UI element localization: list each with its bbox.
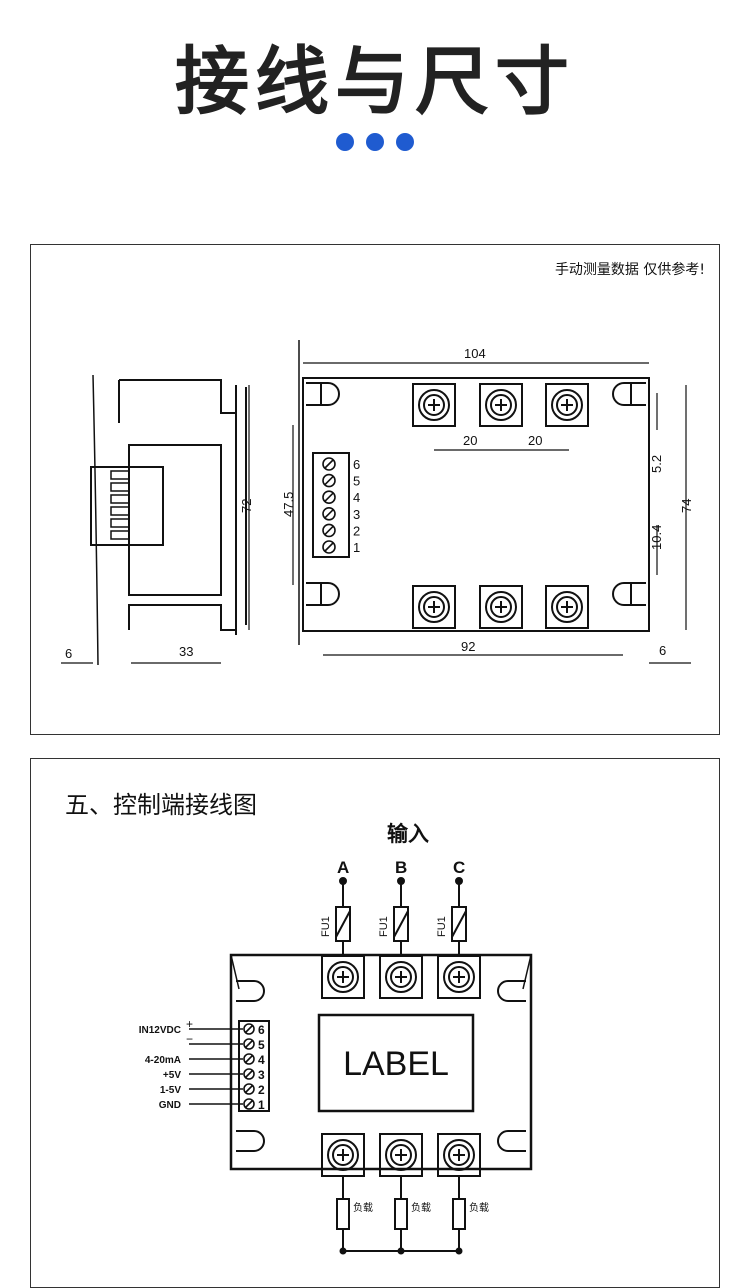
input-terminal-B	[379, 955, 423, 999]
bottom-screw-terminals	[412, 585, 589, 629]
module-outline	[229, 953, 533, 1171]
phase-label-C: C	[453, 858, 465, 877]
bottom-screw-terminal-2	[479, 585, 523, 629]
control-pin-label-2: 1-5V	[160, 1085, 181, 1096]
terminal-number-6: 6	[353, 457, 360, 472]
control-pin-number-4: 4	[258, 1053, 265, 1067]
front-view-outline	[302, 377, 650, 632]
terminal-number-3: 3	[353, 507, 360, 522]
terminal-number-1: 1	[353, 540, 360, 555]
phase-C: C FU1 负载	[436, 858, 489, 1255]
side-connector-pins	[110, 470, 130, 540]
control-pin-4: 4 4-20mA	[145, 1053, 265, 1067]
control-pin-label-3: +5V	[163, 1070, 181, 1081]
load-resistor-A	[336, 1198, 350, 1230]
dim-6-left: 6	[65, 646, 72, 661]
control-pin-1: 1 GND	[159, 1098, 265, 1112]
control-pin-number-5: 5	[258, 1038, 265, 1052]
dot-2	[366, 133, 384, 151]
dimension-labels: 104 20 20 72 47.5 74 5.2 10.4 92 33 6 6	[65, 346, 694, 661]
dim-104: 104	[464, 346, 486, 361]
top-screw-terminals	[412, 383, 589, 427]
module-label: LABEL	[343, 1045, 449, 1083]
input-label: 输入	[387, 822, 429, 846]
control-pin-label-6: IN12VDC	[139, 1025, 181, 1036]
control-screw-4	[322, 490, 336, 504]
control-pin-5: 5−	[186, 1032, 265, 1052]
side-view-body	[118, 379, 237, 631]
input-terminal-A	[321, 955, 365, 999]
control-screw-2	[322, 523, 336, 538]
dim-74: 74	[679, 499, 694, 513]
phase-A: A FU1 负载	[320, 858, 373, 1255]
control-pin-number-3: 3	[258, 1068, 265, 1082]
control-terminal-strip	[238, 1020, 270, 1112]
control-terminal-block	[312, 452, 350, 558]
fuse-label-A: FU1	[320, 916, 332, 937]
side-rail	[235, 385, 247, 635]
module-slots	[236, 980, 526, 1152]
dimension-lines	[61, 362, 691, 664]
phase-label-B: B	[395, 858, 407, 877]
dim-10-4: 10.4	[649, 525, 664, 550]
top-screw-terminal-3	[545, 383, 589, 427]
wiring-drawing: 输入 LABEL AFU1负载BFU1负载CFU1负载6IN12VDC+5−44…	[139, 822, 533, 1255]
dot-1	[336, 133, 354, 151]
fuse-label-B: FU1	[378, 916, 390, 937]
decorative-dots	[0, 133, 750, 155]
top-screw-terminal-1	[412, 383, 456, 427]
control-pin-number-1: 1	[258, 1098, 265, 1112]
control-pin-6: 6 IN12VDC +	[139, 1017, 265, 1037]
control-screw-1	[322, 540, 336, 554]
left-edge-line	[92, 374, 99, 666]
dim-6-right: 6	[659, 643, 666, 658]
dim-33: 33	[179, 644, 193, 659]
label-box	[317, 1013, 475, 1113]
dim-5-2: 5.2	[649, 455, 664, 473]
terminal-number-4: 4	[353, 490, 360, 505]
control-pin-label-4: 4-20mA	[145, 1055, 181, 1066]
control-pin-sign-5: −	[186, 1032, 193, 1046]
control-screw-3	[322, 506, 336, 521]
dim-20b: 20	[528, 433, 542, 448]
control-pin-number-2: 2	[258, 1083, 265, 1097]
dimension-drawing: 104 20 20 72 47.5 74 5.2 10.4 92 33 6 6 …	[61, 340, 694, 666]
dim-92: 92	[461, 639, 475, 654]
load-label-B: 负载	[411, 1201, 431, 1214]
terminal-number-2: 2	[353, 523, 360, 538]
side-connector	[90, 466, 164, 546]
input-terminal-C	[437, 955, 481, 999]
control-pin-number-6: 6	[258, 1023, 265, 1037]
mounting-slots	[306, 382, 646, 606]
bottom-screw-terminal-3	[545, 585, 589, 629]
control-pin-2: 2 1-5V	[160, 1083, 265, 1097]
section-title: 五、控制端接线图	[65, 791, 257, 819]
wiring-elements: AFU1负载BFU1负载CFU1负载6IN12VDC+5−44-20mA3+5V…	[139, 858, 489, 1255]
dimension-panel: 手动测量数据 仅供参考!	[30, 244, 720, 735]
control-screw-6	[322, 457, 336, 471]
dim-20a: 20	[463, 433, 477, 448]
terminal-number-5: 5	[353, 474, 360, 489]
control-screw-5	[322, 473, 336, 488]
disclaimer-note: 手动测量数据 仅供参考!	[554, 262, 705, 278]
control-screws	[322, 457, 336, 554]
page-title: 接线与尺寸	[175, 39, 575, 125]
control-pin-label-1: GND	[159, 1100, 181, 1111]
dim-72: 72	[239, 499, 254, 513]
control-pin-sign-6: +	[186, 1017, 193, 1031]
load-resistor-C	[452, 1198, 466, 1230]
dot-3	[396, 133, 414, 151]
bottom-screw-terminal-1	[412, 585, 456, 629]
fuse-label-C: FU1	[436, 916, 448, 937]
load-label-C: 负载	[469, 1201, 489, 1214]
dim-47-5: 47.5	[281, 492, 296, 517]
control-pin-3: 3 +5V	[163, 1068, 265, 1082]
terminal-number-labels: 6 54 32 1	[353, 457, 360, 555]
top-screw-terminal-2	[479, 383, 523, 427]
wiring-panel: 五、控制端接线图 输入 LABEL A FU1 负载 B FU1 负载 C FU1 负载 6 IN1…	[30, 758, 720, 1288]
load-label-A: 负载	[353, 1201, 373, 1214]
load-resistor-B	[394, 1198, 408, 1230]
phase-label-A: A	[337, 858, 349, 877]
phase-B: B FU1 负载	[378, 858, 431, 1255]
